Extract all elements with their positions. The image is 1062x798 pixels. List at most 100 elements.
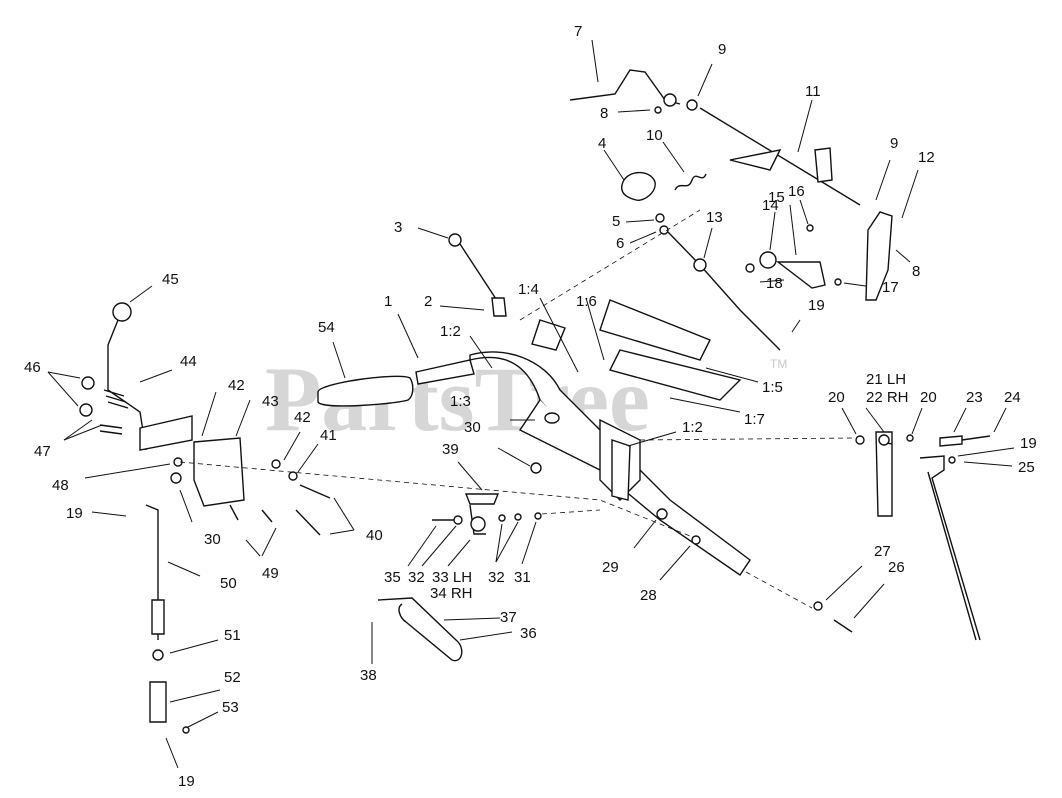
shaft-rod-50: [91, 504, 201, 640]
callout-20: 20: [828, 389, 845, 406]
bolt-icon: [833, 619, 853, 633]
callout-42-lower: 42: [294, 409, 311, 426]
callout-53: 53: [222, 699, 239, 716]
callout-19-bottom: 19: [178, 773, 195, 790]
lever-icon: [759, 199, 826, 289]
callout-26: 26: [888, 559, 905, 576]
shift-lever-44: [107, 285, 173, 451]
washer-icon: [84, 431, 319, 484]
watermark-trademark: TM: [770, 357, 787, 371]
shaft-rod-36: [371, 597, 513, 664]
callout-36: 36: [520, 625, 537, 642]
callout-39: 39: [442, 441, 459, 458]
bolt-icon: [179, 484, 355, 557]
callout-44: 44: [180, 353, 197, 370]
callout-10: 10: [646, 127, 663, 144]
bolt-icon: [182, 726, 190, 734]
callout-1-3: 1:3: [450, 393, 471, 410]
callout-3: 3: [394, 219, 402, 236]
callout-52: 52: [224, 669, 241, 686]
handle-bar-1: [415, 359, 475, 385]
callout-32-right: 32: [488, 569, 505, 586]
callout-54: 54: [318, 319, 335, 336]
callout-9-bracket: 9: [890, 135, 898, 152]
callout-24: 24: [1004, 389, 1021, 406]
spring-icon: [47, 371, 129, 441]
callout-49: 49: [262, 565, 279, 582]
callout-38: 38: [360, 667, 377, 684]
callout-19-top: 19: [808, 297, 825, 314]
nut-icon: [655, 213, 665, 223]
callout-27: 27: [874, 543, 891, 560]
callout-9: 9: [718, 41, 726, 58]
callout-41: 41: [320, 427, 337, 444]
callout-45: 45: [162, 271, 179, 288]
callout-8-bracket: 8: [912, 263, 920, 280]
nut-icon: [152, 649, 164, 661]
washer-part: [686, 99, 698, 111]
washer-icon: [691, 535, 701, 545]
arm-part-21-22: [841, 407, 1007, 517]
knob-icon: [603, 149, 656, 201]
callout-40: 40: [366, 527, 383, 544]
callout-34-rh: 34 RH: [430, 585, 473, 602]
callout-20-right: 20: [920, 389, 937, 406]
rod-icon: [667, 227, 781, 351]
callout-22-rh: 22 RH: [866, 389, 909, 406]
washer-icon: [813, 601, 823, 611]
callout-1-5: 1:5: [762, 379, 783, 396]
nut-icon: [745, 263, 755, 273]
callout-42: 42: [228, 377, 245, 394]
callout-47: 47: [34, 443, 51, 460]
lever-rod-7: [569, 39, 681, 105]
bracket-plate: [139, 391, 251, 507]
callout-51: 51: [224, 627, 241, 644]
callout-43: 43: [262, 393, 279, 410]
callout-19-left: 19: [66, 505, 83, 522]
callout-1-2-lower: 1:2: [682, 419, 703, 436]
callout-25: 25: [1018, 459, 1035, 476]
callout-33-lh: 33 LH: [432, 569, 472, 586]
callout-30-left: 30: [204, 531, 221, 548]
callout-32: 32: [408, 569, 425, 586]
bushing-part: [663, 93, 677, 107]
callout-31: 31: [514, 569, 531, 586]
rod-part-right: [919, 447, 1015, 641]
bracket-part-9-12: [865, 159, 919, 301]
callout-16: 16: [788, 183, 805, 200]
callout-1-2: 1:2: [440, 323, 461, 340]
callout-30: 30: [464, 419, 481, 436]
callout-1-7: 1:7: [744, 411, 765, 428]
callout-37: 37: [500, 609, 517, 626]
callout-18: 18: [766, 275, 783, 292]
control-rod-11: [699, 99, 861, 206]
pin-part: [834, 278, 842, 286]
callout-29: 29: [602, 559, 619, 576]
bolt-icon: [407, 512, 542, 567]
main-frame: [469, 297, 759, 576]
callout-2: 2: [424, 293, 432, 310]
callout-8: 8: [600, 105, 608, 122]
callout-1-6: 1:6: [576, 293, 597, 310]
grip-icon: [317, 341, 414, 407]
callout-50: 50: [220, 575, 237, 592]
callout-1-4: 1:4: [518, 281, 539, 298]
callout-21-lh: 21 LH: [866, 371, 906, 388]
callout-5: 5: [612, 213, 620, 230]
clevis-part-52: [149, 681, 167, 723]
callout-17: 17: [882, 279, 899, 296]
callout-14: 14: [762, 197, 779, 214]
pin-part: [654, 106, 662, 114]
callout-46: 46: [24, 359, 41, 376]
latch-part-39: [457, 461, 500, 535]
callout-23: 23: [966, 389, 983, 406]
callout-35: 35: [384, 569, 401, 586]
washer-icon: [530, 462, 542, 474]
callout-48: 48: [52, 477, 69, 494]
callout-13: 13: [706, 209, 723, 226]
callout-6: 6: [616, 235, 624, 252]
callout-12: 12: [918, 149, 935, 166]
cable-part: [417, 227, 507, 317]
